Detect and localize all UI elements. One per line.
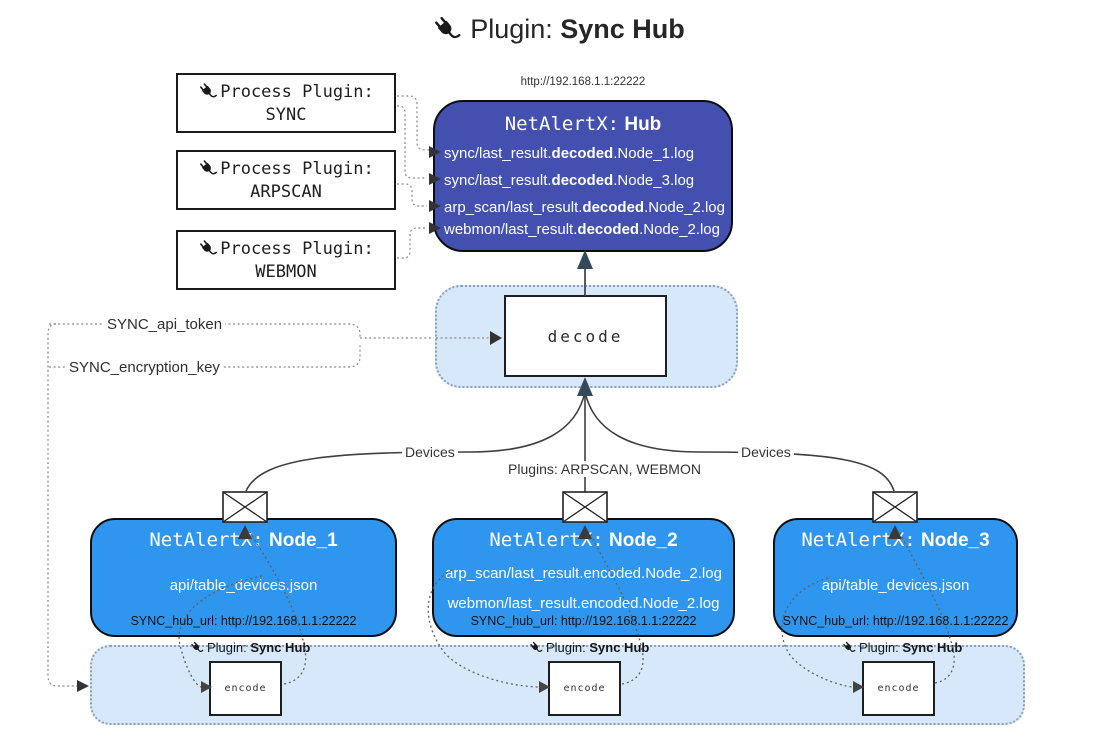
process-plugin-arpscan: Process Plugin: ARPSCAN (176, 150, 396, 210)
encoder-label-3: Plugin: Sync Hub (842, 640, 962, 655)
plug-icon (435, 16, 461, 38)
hub-log-line: webmon/last_result.decoded.Node_2.log (444, 221, 720, 238)
node-file: api/table_devices.json (169, 577, 318, 594)
arrow-into-hub (577, 250, 593, 269)
plugin-connectors (397, 95, 430, 259)
encode-box-3: encode (862, 661, 935, 716)
process-plugin-label: Process Plugin: (220, 238, 374, 259)
node-file: webmon/last_result.encoded.Node_2.log (447, 595, 720, 612)
plug-icon (200, 82, 218, 97)
plug-icon (191, 641, 204, 652)
plug-icon (843, 641, 856, 652)
process-plugin-name: SYNC (265, 104, 307, 125)
sync-encryption-key-label: SYNC_encryption_key (66, 359, 223, 376)
encoder-label-1: Plugin: Sync Hub (190, 640, 310, 655)
process-plugin-sync: Process Plugin: SYNC (176, 73, 396, 133)
arrow-into-band (77, 680, 89, 692)
node-hub-url: SYNC_hub_url: http://192.168.1.1:22222 (782, 614, 1009, 628)
node-hub-url: SYNC_hub_url: http://192.168.1.1:22222 (130, 614, 357, 628)
device-curves (245, 391, 895, 492)
node-title: NetAlertX: Node_2 (489, 529, 678, 551)
hub-log-line: sync/last_result.decoded.Node_3.log (444, 172, 695, 189)
encode-box-2: encode (548, 661, 621, 716)
process-plugin-name: ARPSCAN (250, 181, 322, 202)
hub-url-label: http://192.168.1.1:22222 (520, 76, 646, 88)
edge-label-plugins-center: Plugins: ARPSCAN, WEBMON (505, 461, 704, 477)
process-plugin-label: Process Plugin: (220, 158, 374, 179)
plug-icon (200, 159, 218, 174)
hub-log-line: arp_scan/last_result.decoded.Node_2.log (444, 199, 725, 216)
node-title: NetAlertX: Node_1 (149, 529, 338, 551)
node-2-box: NetAlertX: Node_2 arp_scan/last_result.e… (432, 518, 735, 637)
page-title-text: Plugin: Sync Hub (470, 14, 685, 44)
sync-api-token-label: SYNC_api_token (104, 316, 226, 333)
edge-label-devices-right: Devices (738, 444, 794, 460)
page-title: Plugin: Sync Hub (0, 14, 1117, 45)
plug-icon (530, 641, 543, 652)
process-plugin-name: WEBMON (255, 261, 317, 282)
node-title: NetAlertX: Node_3 (801, 529, 990, 551)
node-hub-url: SYNC_hub_url: http://192.168.1.1:22222 (470, 614, 697, 628)
process-plugin-webmon: Process Plugin: WEBMON (176, 230, 396, 290)
node-file: arp_scan/last_result.encoded.Node_2.log (445, 565, 722, 582)
plug-icon (200, 239, 218, 254)
edge-label-devices-left: Devices (402, 444, 458, 460)
hub-log-line: sync/last_result.decoded.Node_1.log (444, 145, 695, 162)
process-plugin-label: Process Plugin: (220, 81, 374, 102)
decode-box: decode (504, 295, 667, 377)
node-1-box: NetAlertX: Node_1 api/table_devices.json… (90, 518, 397, 637)
node-file: api/table_devices.json (821, 577, 970, 594)
encode-box-1: encode (209, 661, 282, 716)
hub-box: NetAlertX: Hub sync/last_result.decoded.… (433, 100, 733, 252)
encoder-label-2: Plugin: Sync Hub (529, 640, 649, 655)
node-3-box: NetAlertX: Node_3 api/table_devices.json… (773, 518, 1018, 637)
hub-title: NetAlertX: Hub (504, 113, 662, 135)
